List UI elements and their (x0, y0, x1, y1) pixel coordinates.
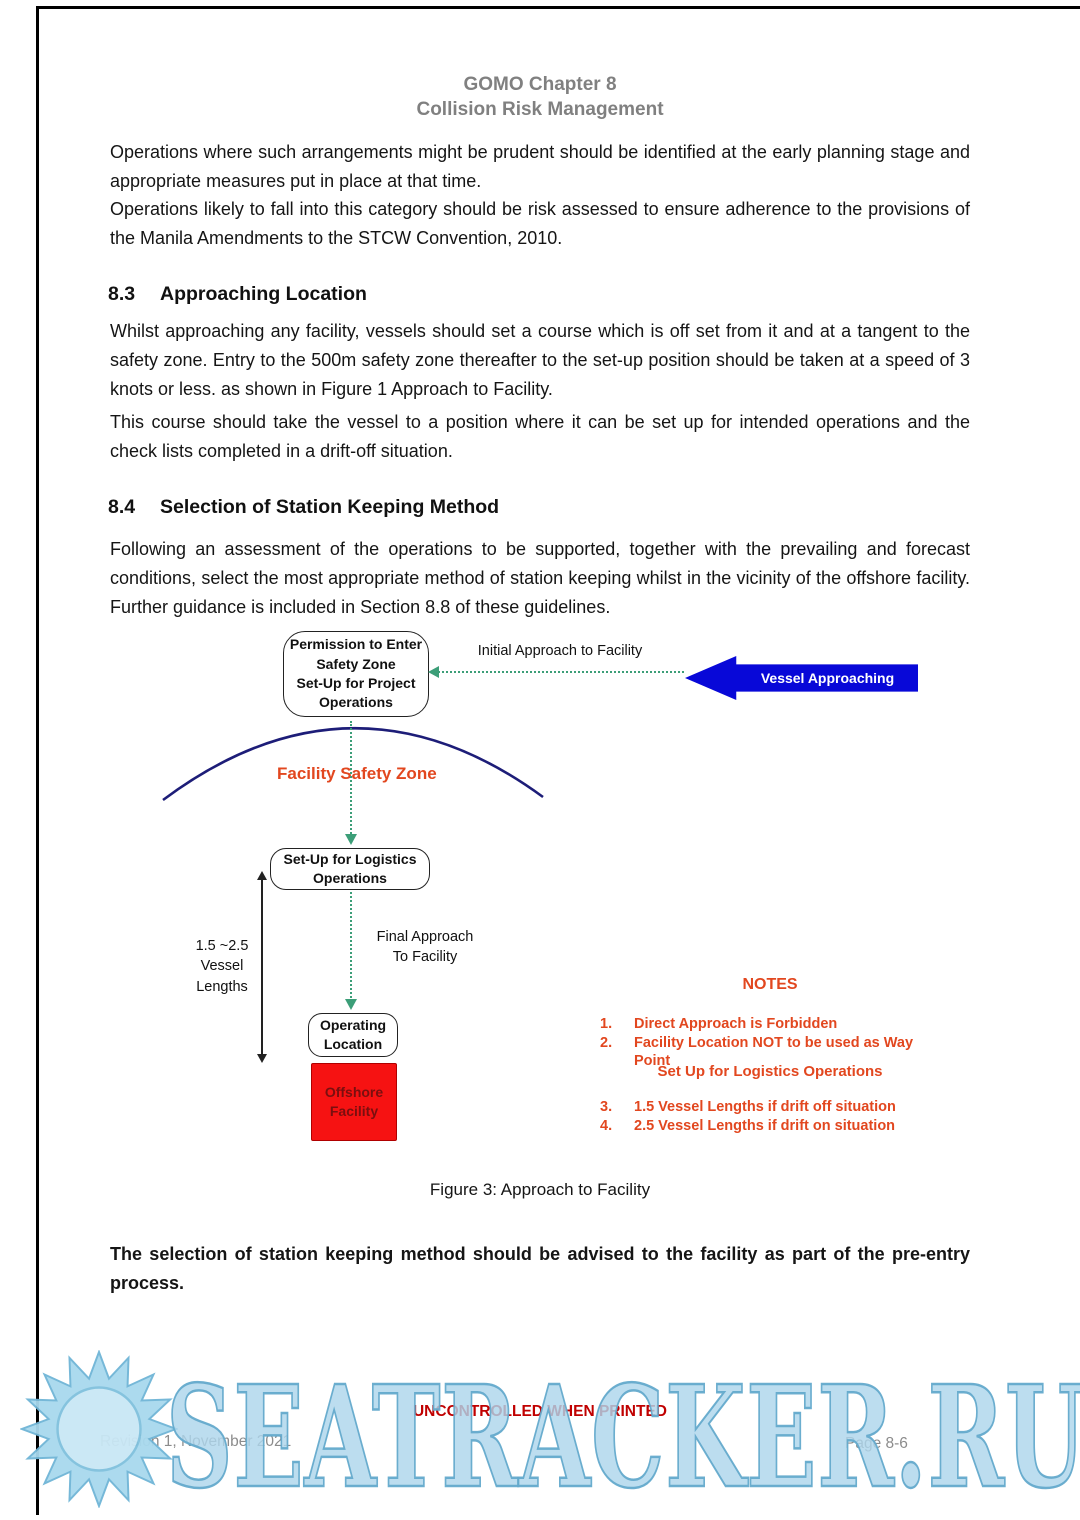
dotted-arrowhead-down-icon (345, 999, 357, 1010)
note-text: Direct Approach is Forbidden (634, 1016, 838, 1032)
offshore-facility-box: Offshore Facility (311, 1063, 397, 1141)
document-header: GOMO Chapter 8 Collision Risk Management (0, 72, 1080, 123)
note-text: Facility Location NOT to be used as Way … (634, 1035, 914, 1070)
section-title: Approaching Location (160, 283, 367, 305)
section-title: Selection of Station Keeping Method (160, 496, 500, 518)
measure-arrowhead-up-icon (257, 871, 267, 880)
vessel-lengths-label: 1.5 ~2.5 Vessel Lengths (195, 938, 249, 995)
vessel-approaching-label: Vessel Approaching (760, 670, 895, 686)
sun-rays (19, 1349, 179, 1509)
page-border-left (36, 6, 39, 1515)
permission-to-enter-box: Permission to Enter Safety Zone Set-Up f… (283, 631, 429, 717)
dotted-arrowhead-down-icon (345, 834, 357, 845)
footer-page-number: Page 8-6 (845, 1435, 908, 1452)
initial-approach-dotted-arrow (434, 671, 684, 673)
notes-title: NOTES (742, 976, 798, 993)
final-approach-label: Final Approach To Facility (376, 929, 474, 965)
note-number: 1. (600, 1016, 613, 1032)
watermark-text: SEATRACKER.RU (165, 1356, 1080, 1520)
vessel-approaching-arrow: Vessel Approaching (685, 656, 918, 700)
section-8-3-paragraph-1: Whilst approaching any facility, vessels… (110, 321, 970, 399)
section-heading-8-3: 8.3 Approaching Location (108, 283, 367, 306)
header-title: Collision Risk Management (416, 99, 664, 121)
note-text: 2.5 Vessel Lengths if drift on situation (634, 1118, 896, 1134)
safety-zone-arc (158, 724, 548, 808)
note-item-3: 3. 1.5 Vessel Lengths if drift off situa… (600, 1098, 945, 1116)
footer-revision: Revision 1, November 2021 (100, 1433, 292, 1450)
operating-location-box: Operating Location (308, 1013, 398, 1057)
note-item-2: 2. Facility Location NOT to be used as W… (600, 1034, 945, 1070)
initial-approach-arrowhead-icon (428, 666, 439, 678)
approach-to-facility-diagram: Permission to Enter Safety Zone Set-Up f… (0, 628, 1080, 1220)
section-heading-8-4: 8.4 Selection of Station Keeping Method (108, 496, 499, 519)
figure-caption: Figure 3: Approach to Facility (429, 1180, 651, 1199)
closing-paragraph: The selection of station keeping method … (110, 1244, 970, 1293)
header-chapter: GOMO Chapter 8 (463, 74, 617, 95)
note-number: 3. (600, 1099, 613, 1115)
note-item-1: 1. Direct Approach is Forbidden (600, 1015, 945, 1033)
intro-paragraph-1: Operations where such arrangements might… (110, 142, 970, 191)
dotted-arrow-vertical-1 (350, 721, 352, 837)
note-number: 4. (600, 1118, 613, 1134)
dotted-arrow-vertical-2 (350, 892, 352, 1002)
note-number: 2. (600, 1035, 613, 1051)
uncontrolled-when-printed-label: UNCONTROLLED WHEN PRINTED (412, 1403, 668, 1420)
section-number: 8.4 (108, 496, 136, 518)
notes-subheading: Set Up for Logistics Operations (657, 1063, 883, 1080)
note-text: 1.5 Vessel Lengths if drift off situatio… (634, 1099, 896, 1115)
section-8-3-paragraph-2: This course should take the vessel to a … (110, 412, 970, 461)
page-border-top (36, 6, 1080, 9)
measure-arrowhead-down-icon (257, 1054, 267, 1063)
safety-zone-arc-curve (162, 726, 544, 802)
sun-logo-icon (19, 1349, 179, 1509)
facility-safety-zone-label: Facility Safety Zone (277, 764, 437, 783)
intro-paragraph-2: Operations likely to fall into this cate… (110, 199, 970, 248)
note-item-4: 4. 2.5 Vessel Lengths if drift on situat… (600, 1117, 945, 1135)
section-number: 8.3 (108, 283, 136, 305)
section-8-4-paragraph-1: Following an assessment of the operation… (110, 539, 970, 617)
initial-approach-label: Initial Approach to Facility (477, 643, 643, 659)
vessel-lengths-measure-line (261, 878, 263, 1056)
setup-logistics-box: Set-Up for Logistics Operations (270, 848, 430, 890)
